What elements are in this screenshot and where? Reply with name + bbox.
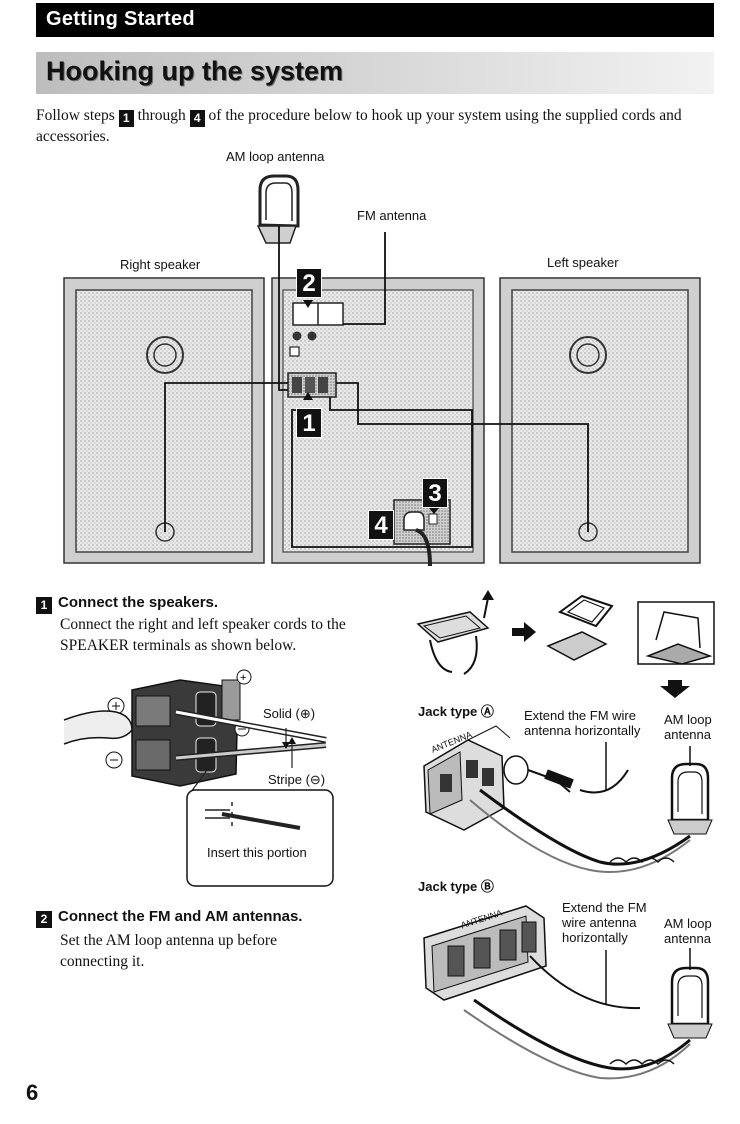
step1-heading: 1 Connect the speakers. <box>36 594 218 614</box>
step2-body: Set the AM loop antenna up before connec… <box>60 932 277 970</box>
step1-badge: 1 <box>36 597 52 614</box>
connection-wires <box>164 226 589 548</box>
callout-step-3: 3 <box>422 478 448 508</box>
intro-text-middle: through <box>133 107 190 124</box>
page-title: Hooking up the system <box>46 56 344 86</box>
section-header-bar: Getting Started <box>36 3 714 37</box>
jack-b-diagram <box>423 905 713 1080</box>
wire-end-detail-icon <box>205 802 301 830</box>
label-jack-a-extend-fm: Extend the FM wire antenna horizontally <box>524 708 641 738</box>
arrow-down-icon <box>660 680 690 698</box>
label-jack-b-extend-fm: Extend the FM wire antenna horizontally <box>562 900 647 945</box>
intro-step-badge-last: 4 <box>189 110 205 127</box>
speaker-cords <box>175 709 327 797</box>
arrow-right-icon <box>512 622 536 642</box>
label-jack-b-am-loop: AM loop antenna <box>664 916 712 946</box>
label-fm-antenna: FM antenna <box>357 208 427 223</box>
right-speaker-icon <box>63 277 265 564</box>
label-right-speaker: Right speaker <box>120 257 201 272</box>
label-solid-plus: Solid (⊕) <box>263 706 316 721</box>
step2-heading: 2 Connect the FM and AM antennas. <box>36 908 302 928</box>
left-speaker-icon <box>499 277 701 564</box>
callout-step-4: 4 <box>368 510 394 540</box>
am-loop-antenna-icon <box>256 174 300 244</box>
am-antenna-folded-icon <box>416 590 494 675</box>
label-jack-a-am-loop: AM loop antenna <box>664 712 712 742</box>
step2-badge: 2 <box>36 911 52 928</box>
label-jack-type-a: Jack type Ⓐ <box>418 704 494 719</box>
intro-text-end: of the procedure below to hook up your s… <box>36 107 682 145</box>
intro-step-badge-first: 1 <box>118 110 134 127</box>
finger-icon <box>63 710 133 745</box>
label-jack-type-b: Jack type Ⓑ <box>418 879 494 894</box>
intro-text-start: Follow steps <box>36 107 119 124</box>
intro-paragraph: Follow steps 1 through 4 of the procedur… <box>36 106 716 147</box>
am-antenna-standing-icon <box>546 594 614 661</box>
step1-heading-text: Connect the speakers. <box>58 594 219 611</box>
section-title: Getting Started <box>46 8 195 30</box>
label-left-speaker: Left speaker <box>547 255 619 270</box>
label-insert-this-portion: Insert this portion <box>207 845 307 860</box>
step2-heading-text: Connect the FM and AM antennas. <box>58 908 303 925</box>
page-title-band: Hooking up the system <box>36 52 714 94</box>
svg-text:+: + <box>240 672 246 684</box>
jack-a-diagram <box>423 725 713 873</box>
label-am-loop-antenna: AM loop antenna <box>226 149 325 164</box>
page-number: 6 <box>26 1080 39 1105</box>
label-stripe-minus: Stripe (⊖) <box>268 772 326 787</box>
callout-step-1: 1 <box>296 408 322 438</box>
callout-step-2: 2 <box>296 268 322 298</box>
hookup-diagram <box>63 174 701 567</box>
callout-arrows <box>303 300 439 514</box>
step1-body: Connect the right and left speaker cords… <box>60 616 346 654</box>
